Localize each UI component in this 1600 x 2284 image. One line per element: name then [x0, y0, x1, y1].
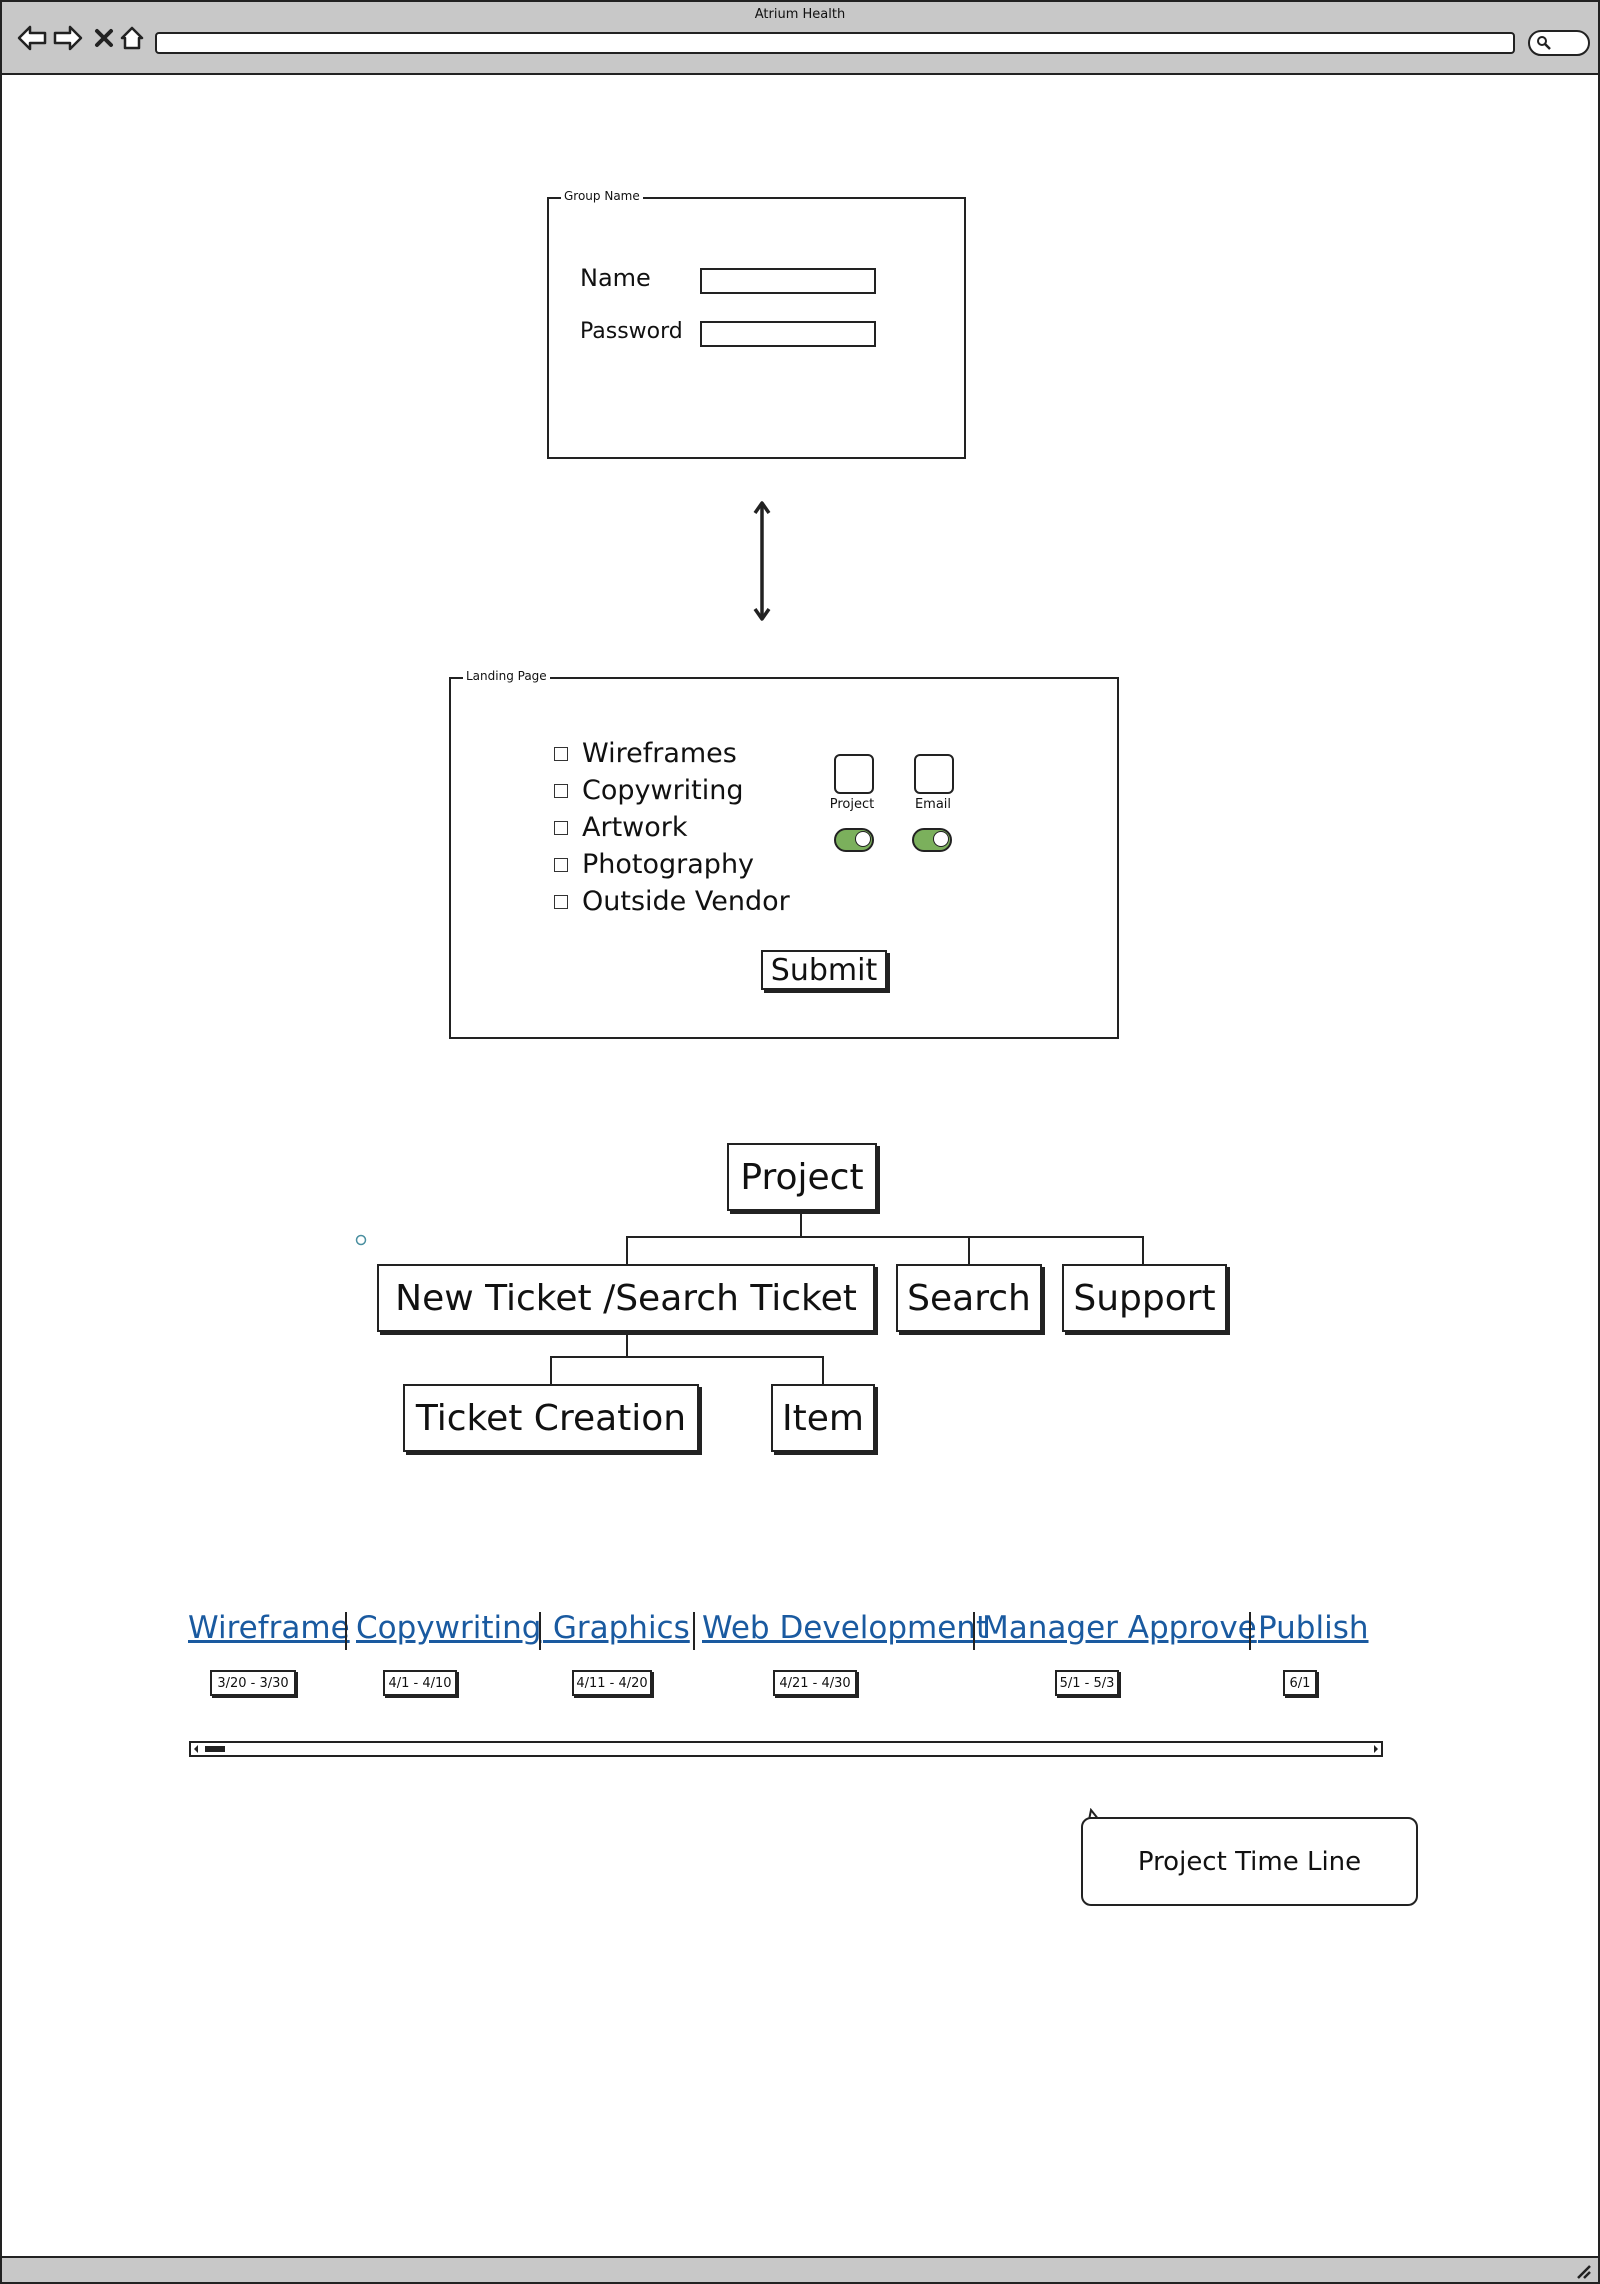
email-checkbox[interactable]	[914, 754, 954, 794]
name-label: Name	[580, 264, 651, 292]
tree-node-project[interactable]: Project	[727, 1143, 877, 1211]
tree-node-support[interactable]: Support	[1062, 1264, 1227, 1332]
tree-connector	[626, 1236, 628, 1264]
tree-connector	[800, 1210, 802, 1236]
tree-connector	[626, 1236, 1144, 1238]
forward-icon[interactable]	[52, 22, 84, 54]
search-icon	[1537, 36, 1551, 50]
checkbox-label: Photography	[582, 849, 755, 880]
checkbox-box[interactable]	[554, 857, 568, 872]
project-toggle[interactable]	[834, 828, 874, 852]
timeline-date-badge: 4/11 - 4/20	[572, 1670, 652, 1696]
password-field[interactable]	[700, 321, 876, 347]
checkbox-box[interactable]	[554, 894, 568, 909]
stop-icon[interactable]	[88, 22, 120, 54]
timeline-link-publish[interactable]: Publish	[1258, 1610, 1369, 1646]
scroll-right-icon[interactable]	[1372, 1743, 1380, 1755]
scroll-left-icon[interactable]	[192, 1743, 200, 1755]
timeline-date-badge: 5/1 - 5/3	[1055, 1670, 1119, 1696]
timeline-link-web-development[interactable]: Web Development	[702, 1610, 989, 1646]
timeline-date-badge: 4/21 - 4/30	[773, 1670, 857, 1696]
project-checkbox[interactable]	[834, 754, 874, 794]
timeline-separator	[973, 1612, 975, 1650]
timeline-scrollbar[interactable]	[189, 1741, 1383, 1757]
timeline-link-copywriting[interactable]: Copywriting	[356, 1610, 542, 1646]
timeline-date-badge: 6/1	[1283, 1670, 1317, 1696]
tree-node-ticket-creation[interactable]: Ticket Creation	[403, 1384, 699, 1452]
checkbox-box[interactable]	[554, 746, 568, 761]
email-toggle[interactable]	[912, 828, 952, 852]
checkbox-label: Wireframes	[582, 738, 737, 769]
checkbox-outside-vendor[interactable]: Outside Vendor	[554, 886, 790, 917]
tree-connector	[550, 1356, 552, 1384]
tree-connector	[550, 1356, 824, 1358]
login-group-legend: Group Name	[561, 189, 643, 203]
checkbox-label: Artwork	[582, 812, 688, 843]
tree-node-new-search-ticket[interactable]: New Ticket /Search Ticket	[377, 1264, 875, 1332]
resize-grip-icon[interactable]	[1574, 2262, 1592, 2280]
project-timeline-callout: Project Time Line	[1081, 1817, 1418, 1906]
timeline-separator	[1249, 1612, 1251, 1650]
name-field[interactable]	[700, 268, 876, 294]
timeline-separator	[693, 1612, 695, 1650]
timeline-link-manager-approve[interactable]: Manager Approve	[982, 1610, 1257, 1646]
timeline-separator	[539, 1612, 541, 1650]
checkbox-artwork[interactable]: Artwork	[554, 812, 688, 843]
tree-connector	[822, 1356, 824, 1384]
checkbox-label: Outside Vendor	[582, 886, 790, 917]
double-arrow-icon	[753, 501, 771, 621]
timeline-date-badge: 3/20 - 3/30	[210, 1670, 296, 1696]
timeline-link-graphics[interactable]: Graphics	[543, 1610, 690, 1646]
submit-button[interactable]: Submit	[761, 950, 887, 990]
tree-connector	[968, 1236, 970, 1264]
landing-page-group: Landing Page	[449, 669, 1119, 1039]
checkbox-photography[interactable]: Photography	[554, 849, 754, 880]
checkbox-copywriting[interactable]: Copywriting	[554, 775, 744, 806]
tree-connector	[626, 1330, 628, 1356]
tree-node-search[interactable]: Search	[896, 1264, 1042, 1332]
password-label: Password	[580, 319, 683, 344]
back-icon[interactable]	[16, 22, 48, 54]
timeline-link-wireframe[interactable]: Wireframe	[188, 1610, 350, 1646]
scrollbar-thumb[interactable]	[205, 1746, 225, 1752]
timeline-separator	[345, 1612, 347, 1650]
tree-node-item[interactable]: Item	[771, 1384, 875, 1452]
project-option-label: Project	[829, 797, 875, 812]
checkbox-box[interactable]	[554, 820, 568, 835]
tree-connector	[1142, 1236, 1144, 1264]
landing-page-legend: Landing Page	[463, 669, 550, 683]
timeline-date-badge: 4/1 - 4/10	[383, 1670, 457, 1696]
anchor-point-icon	[355, 1234, 367, 1246]
address-bar[interactable]	[155, 32, 1515, 54]
window-title: Atrium Health	[754, 7, 846, 22]
status-bar	[2, 2256, 1598, 2282]
checkbox-wireframes[interactable]: Wireframes	[554, 738, 737, 769]
home-icon[interactable]	[116, 22, 148, 54]
title-bar: Atrium Health	[2, 2, 1598, 75]
login-group: Group Name Name Password	[547, 189, 966, 459]
browser-search-box[interactable]	[1528, 30, 1590, 56]
email-option-label: Email	[914, 797, 952, 812]
checkbox-box[interactable]	[554, 783, 568, 798]
checkbox-label: Copywriting	[582, 775, 744, 806]
